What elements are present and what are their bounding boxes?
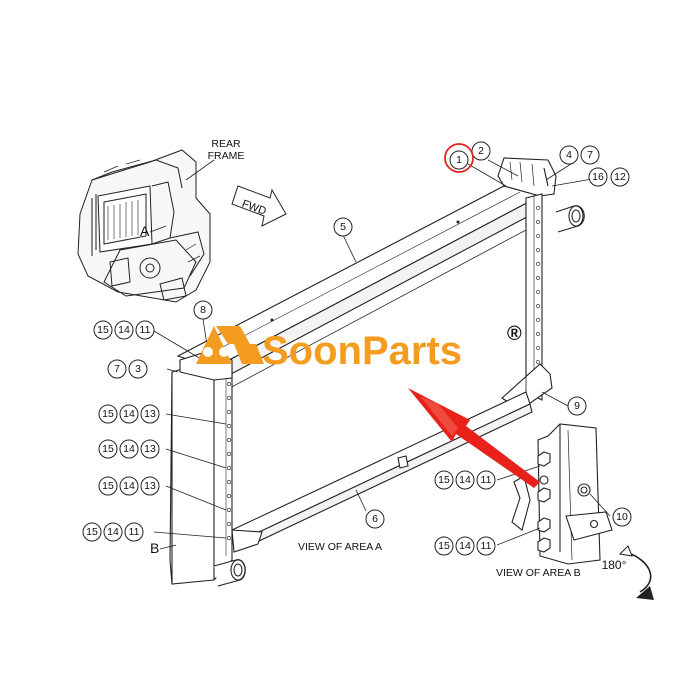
callout-10: 10	[616, 511, 628, 523]
callout-g4-14: 14	[107, 526, 119, 538]
callout-b1-14: 14	[459, 474, 471, 486]
callout-2: 2	[478, 145, 484, 157]
callout-b1-15: 15	[438, 474, 450, 486]
rear-frame-label-line2: FRAME	[208, 150, 245, 162]
area-a-leader	[149, 225, 167, 233]
callout-g1-15: 15	[102, 408, 114, 420]
callout-5: 5	[340, 221, 346, 233]
callout-9: 9	[574, 400, 580, 412]
rear-frame-label-line1: REAR	[211, 138, 241, 150]
view-of-area-b-label: VIEW OF AREA B	[496, 567, 581, 579]
red-indicator-arrow-icon	[408, 388, 540, 488]
area-b-leader	[159, 544, 177, 550]
callout-g1-14: 14	[123, 408, 135, 420]
callout-g2-13: 13	[144, 443, 156, 455]
registered-mark: ®	[507, 323, 522, 345]
callout-b2-15: 15	[438, 540, 450, 552]
callout-b1-11: 11	[481, 474, 492, 486]
callout-7-top: 7	[587, 149, 593, 161]
rotation-label: 180°	[602, 558, 627, 572]
forward-arrow-icon: FWD	[231, 185, 287, 227]
soonparts-watermark: SoonParts ®	[196, 323, 522, 373]
callout-numbers: 1 2 4 7 16 12 5 6 15 14 11 8 7 3 15 14 1…	[86, 145, 628, 552]
callout-left-top-11: 11	[140, 324, 151, 336]
radiator-frame-drawing	[169, 157, 585, 587]
soonparts-logo-icon	[196, 326, 264, 364]
callout-6: 6	[372, 513, 378, 525]
top-rail-rivets	[270, 220, 460, 322]
callout-b2-14: 14	[459, 540, 471, 552]
soonparts-brand-text: SoonParts	[262, 329, 462, 373]
area-b-marker: B	[150, 540, 159, 556]
callout-left-top-15: 15	[97, 324, 109, 336]
callout-g2-15: 15	[102, 443, 114, 455]
view-of-area-a-label: VIEW OF AREA A	[298, 541, 382, 553]
callout-3: 3	[135, 363, 141, 375]
callout-b2-11: 11	[481, 540, 492, 552]
area-b-detail-drawing	[511, 423, 613, 565]
callout-g1-13: 13	[144, 408, 156, 420]
callout-bubbles	[82, 141, 632, 556]
callout-8: 8	[200, 304, 206, 316]
callout-g4-15: 15	[86, 526, 98, 538]
area-a-marker: A	[140, 223, 150, 239]
callout-4: 4	[566, 149, 572, 161]
callout-16: 16	[592, 171, 604, 183]
rotate-180-icon	[618, 545, 654, 600]
callout-g3-15: 15	[102, 480, 114, 492]
callout-g3-14: 14	[123, 480, 135, 492]
rear-frame-leader	[185, 159, 215, 181]
callout-12: 12	[614, 171, 626, 183]
rear-frame-inset-drawing	[77, 149, 211, 303]
callout-left-top-14: 14	[118, 324, 130, 336]
highlight-circle-callout-1	[444, 143, 474, 173]
callout-1: 1	[456, 154, 462, 166]
callout-g2-14: 14	[123, 443, 135, 455]
callout-g3-13: 13	[144, 480, 156, 492]
callout-g4-11: 11	[129, 526, 140, 538]
callout-7-left: 7	[114, 363, 120, 375]
